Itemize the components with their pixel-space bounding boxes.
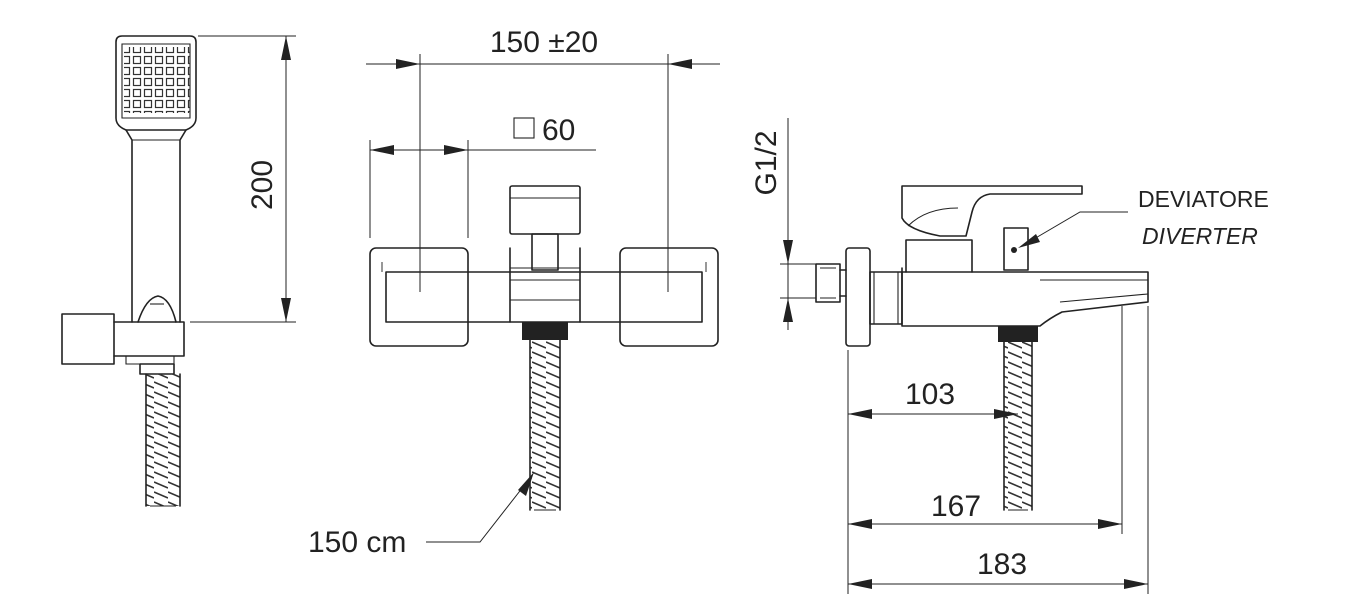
hand-shower-view	[61, 35, 197, 507]
dimension-200: 200	[190, 35, 296, 323]
hose-length-callout: 150 cm	[308, 472, 534, 559]
dim-150-text: 150 ±20	[490, 26, 598, 59]
diverter-label-it: DEVIATORE	[1138, 186, 1269, 212]
dimension-60: 60	[369, 114, 596, 238]
dimension-167: 167	[848, 306, 1123, 534]
mixer-front-view	[369, 185, 719, 511]
hose-length-text: 150 cm	[308, 526, 406, 559]
g12-text: G1/2	[750, 130, 783, 195]
dimension-g12: G1/2	[750, 118, 816, 330]
dim-183-text: 183	[977, 548, 1027, 581]
diverter-callout: DEVIATORE DIVERTER	[1018, 186, 1269, 249]
dimension-183: 183	[848, 306, 1149, 594]
dim-60-text: 60	[542, 114, 575, 147]
dim-167-text: 167	[931, 490, 981, 523]
mixer-side-view	[815, 185, 1149, 511]
dim-103-text: 103	[905, 378, 955, 411]
diverter-label-en: DIVERTER	[1142, 223, 1258, 249]
square-symbol-icon	[513, 117, 535, 139]
dimension-150: 150 ±20	[366, 26, 720, 292]
dim-200-text: 200	[246, 160, 279, 210]
dimension-103: 103	[847, 350, 1018, 594]
